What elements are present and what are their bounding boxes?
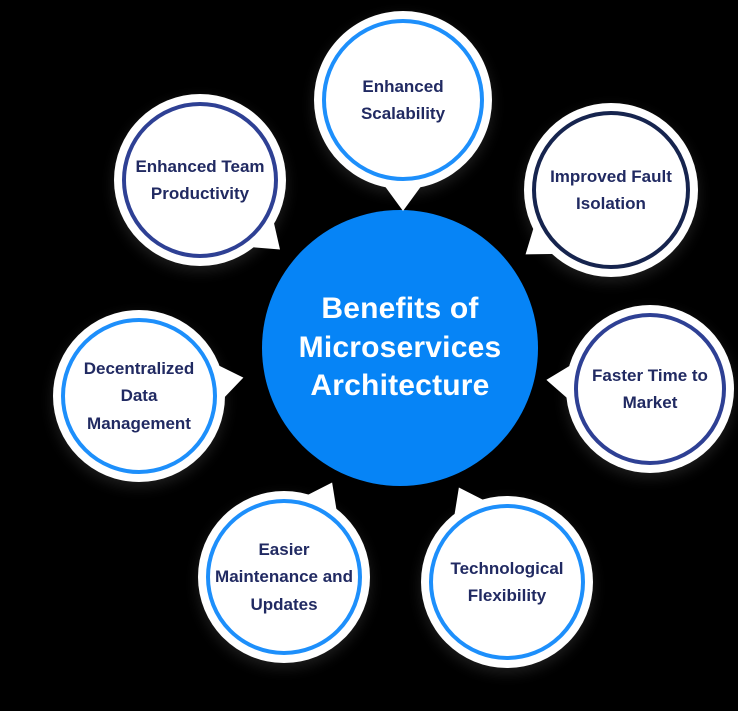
- benefit-label: Decentralized Data Management: [83, 359, 195, 433]
- center-topic-title: Benefits of Microservices Architecture: [298, 292, 502, 403]
- bubble-ring: [429, 504, 585, 660]
- benefit-label: Enhanced Team Productivity: [135, 156, 265, 203]
- benefit-label: Enhanced Scalability: [360, 76, 446, 123]
- bubble-ring: [61, 318, 217, 474]
- benefit-bubble-decentralized-data-management: Decentralized Data Management: [53, 310, 225, 482]
- bubble-ring: [122, 102, 278, 258]
- benefit-label: Faster Time to Market: [592, 365, 708, 412]
- benefit-bubble-enhanced-team-productivity: Enhanced Team Productivity: [114, 94, 286, 266]
- benefit-label: Improved Fault Isolation: [550, 166, 672, 213]
- benefit-bubble-faster-time-to-market: Faster Time to Market: [566, 305, 734, 473]
- bubble-ring: [206, 499, 362, 655]
- benefit-label: Easier Maintenance and Updates: [215, 540, 353, 614]
- bubble-ring: [574, 313, 726, 465]
- bubble-ring: [322, 19, 484, 181]
- benefit-bubble-enhanced-scalability: Enhanced Scalability: [314, 11, 492, 189]
- benefit-bubble-improved-fault-isolation: Improved Fault Isolation: [524, 103, 698, 277]
- benefit-bubble-technological-flexibility: Technological Flexibility: [421, 496, 593, 668]
- benefit-label: Technological Flexibility: [450, 558, 564, 605]
- center-topic-bubble: Benefits of Microservices Architecture: [262, 210, 538, 486]
- benefit-bubble-easier-maintenance-and-updates: Easier Maintenance and Updates: [198, 491, 370, 663]
- bubble-ring: [532, 111, 690, 269]
